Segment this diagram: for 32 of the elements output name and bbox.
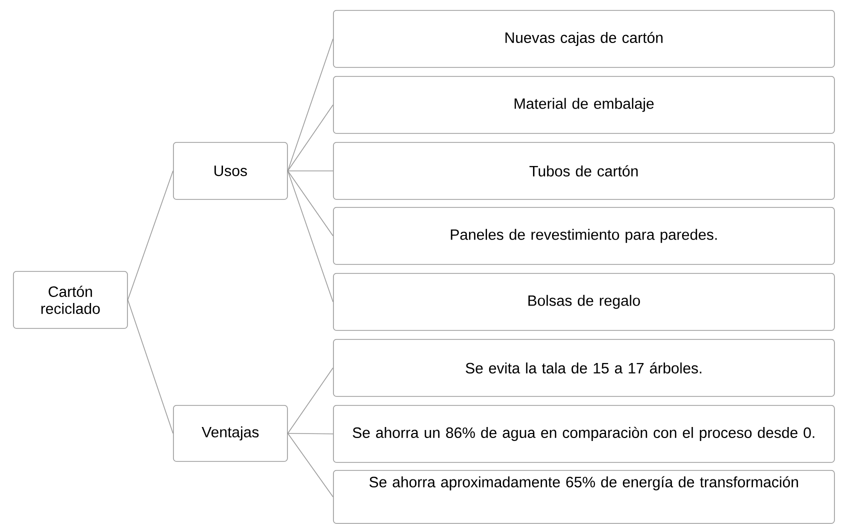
connector-line — [287, 170, 334, 302]
root-box — [13, 271, 128, 329]
item-box — [333, 142, 835, 200]
item-box — [333, 207, 835, 265]
connector-line — [287, 170, 334, 172]
connector-line — [287, 170, 334, 236]
item-box — [333, 405, 835, 463]
node-label: Usos — [214, 166, 247, 176]
node-label: Se ahorra un 86% de agua en comparaciòn con el proceso desde 0. — [352, 426, 814, 441]
connector-line — [287, 368, 334, 434]
node-label: Bolsas de regalo — [528, 294, 640, 309]
node-label: Se evita la tala de 15 a 17 árboles. — [466, 362, 702, 374]
item-box — [333, 470, 835, 524]
node-label: Ventajas — [202, 426, 259, 440]
node-label: Se ahorra aproximadamente 65% de energía de transformación — [369, 476, 798, 490]
connector-line — [127, 170, 174, 300]
node-label: Paneles de revestimiento para paredes. — [450, 228, 717, 243]
item-box — [333, 339, 835, 397]
node-label: Nuevas cajas de cartón — [506, 32, 663, 46]
node-label: Material de embalaje — [514, 98, 654, 112]
category-box — [173, 142, 288, 200]
connector-line — [127, 300, 174, 434]
node-label: Tubos de cartón — [529, 165, 638, 176]
node-label: Cartón reciclado — [41, 286, 100, 314]
connector-line — [287, 104, 334, 172]
connector-line — [287, 38, 334, 172]
item-box — [333, 273, 835, 331]
item-box — [333, 76, 835, 134]
category-box — [173, 405, 288, 462]
connector-line — [287, 433, 334, 498]
connector-line — [287, 433, 334, 434]
item-box — [333, 10, 835, 68]
